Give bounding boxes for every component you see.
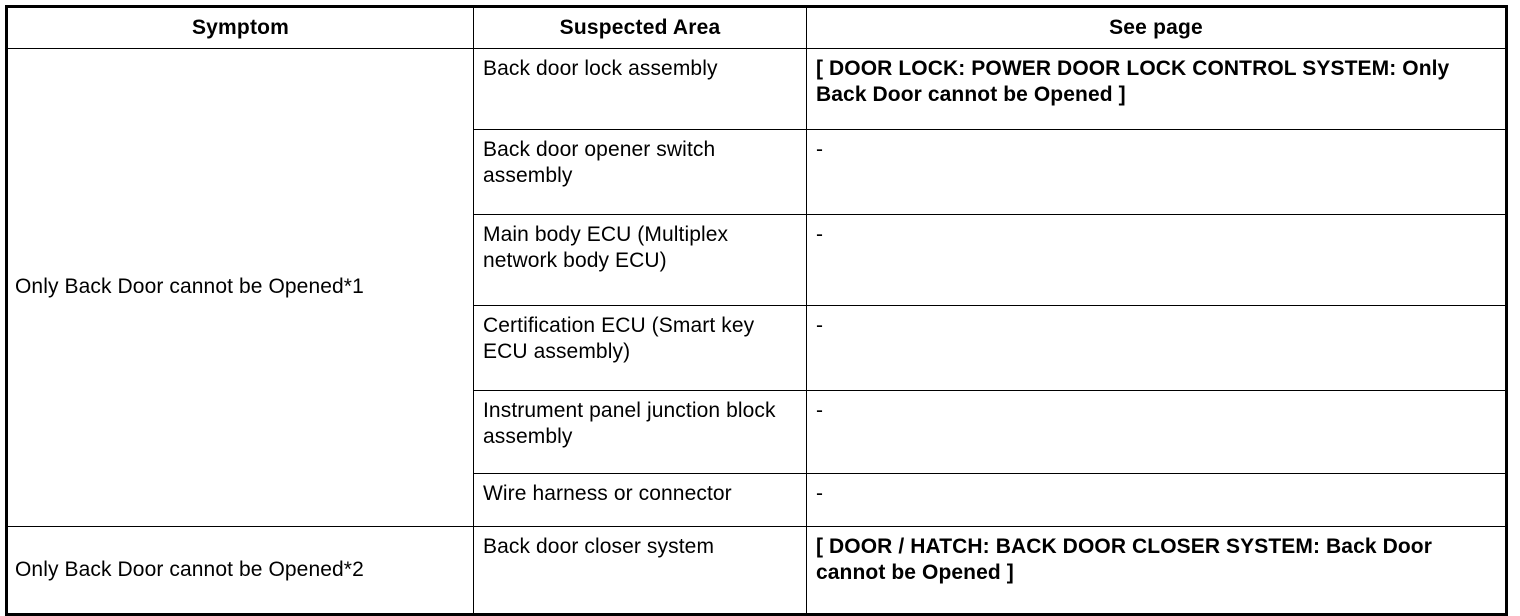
suspected-area-cell: Back door closer system (473, 526, 807, 615)
see-page-cell: [ DOOR / HATCH: BACK DOOR CLOSER SYSTEM:… (806, 526, 1507, 615)
see-page-cell: - (806, 390, 1507, 474)
suspected-area-cell: Instrument panel junction block assembly (473, 390, 807, 474)
column-header-suspected-area: Suspected Area (473, 6, 807, 49)
symptom-cell: Only Back Door cannot be Opened*1 (6, 48, 474, 527)
suspected-area-cell: Certification ECU (Smart key ECU assembl… (473, 305, 807, 391)
document-page: Symptom Suspected Area See page Only Bac… (5, 5, 1508, 616)
see-page-cell: - (806, 305, 1507, 391)
table-row: Only Back Door cannot be Opened*1 Back d… (6, 48, 1507, 527)
table-row: Back door opener switch assembly - (7, 129, 1507, 215)
column-header-symptom: Symptom (6, 6, 474, 49)
column-header-see-page: See page (806, 6, 1507, 49)
table-row: Certification ECU (Smart key ECU assembl… (7, 305, 1507, 391)
table-header: Symptom Suspected Area See page (6, 6, 1507, 49)
suspected-area-cell: Back door lock assembly (473, 48, 807, 130)
see-page-cell: [ DOOR LOCK: POWER DOOR LOCK CONTROL SYS… (806, 48, 1507, 130)
table-row: Only Back Door cannot be Opened*2 Back d… (6, 526, 1507, 615)
suspected-area-cell: Main body ECU (Multiplex network body EC… (473, 214, 807, 306)
see-page-cell: - (806, 214, 1507, 306)
table-header-row: Symptom Suspected Area See page (6, 6, 1507, 49)
table-body: Only Back Door cannot be Opened*1 Back d… (6, 48, 1507, 615)
symptom-cell: Only Back Door cannot be Opened*2 (6, 526, 474, 615)
see-page-cell: - (806, 129, 1507, 215)
suspected-area-cell: Back door opener switch assembly (473, 129, 807, 215)
symptom-diagnosis-table: Symptom Suspected Area See page Only Bac… (5, 5, 1508, 616)
suspected-area-cell: Wire harness or connector (473, 473, 807, 527)
see-page-cell: - (806, 473, 1507, 527)
table-row: Main body ECU (Multiplex network body EC… (7, 214, 1507, 306)
